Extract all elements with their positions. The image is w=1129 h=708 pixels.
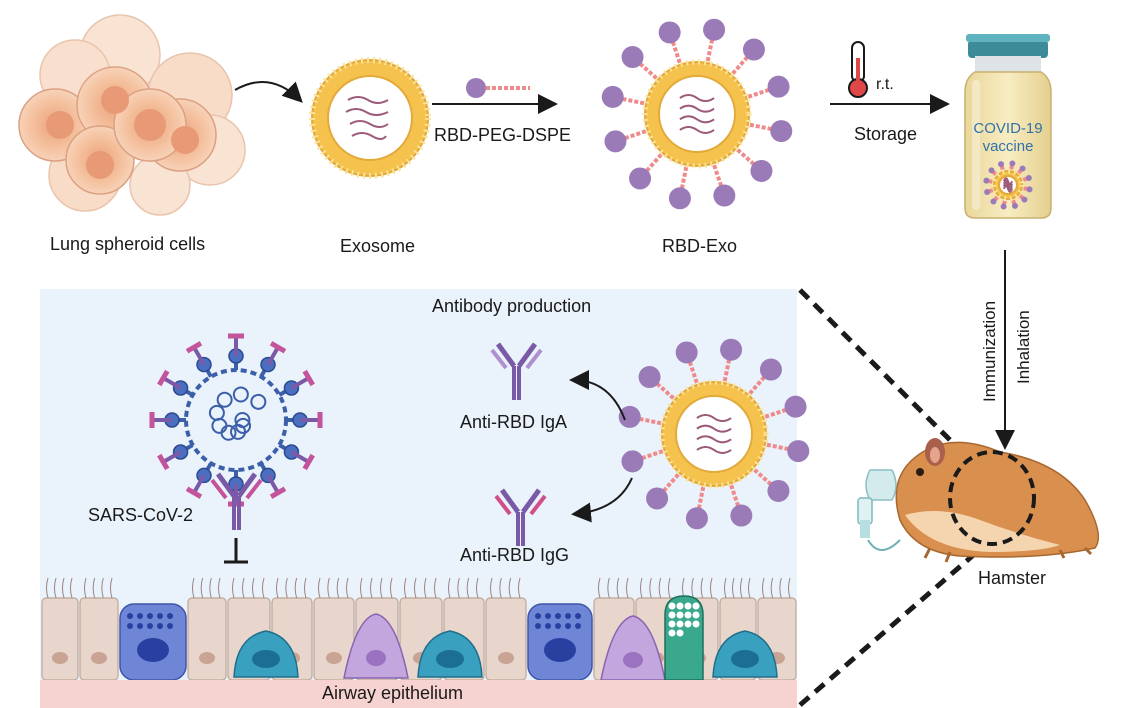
rbd-peg-dspe-icon [466, 78, 530, 98]
rbd-head [658, 21, 681, 44]
sars-cov-2-virus [149, 333, 323, 530]
rbd-head [638, 366, 661, 389]
rbd-head [675, 341, 698, 364]
rbd-head [668, 187, 691, 210]
inhibition-symbol [224, 538, 248, 564]
label-airway-epithelium: Airway epithelium [322, 683, 464, 703]
rbd-head [730, 504, 753, 527]
rbd-head [742, 38, 765, 61]
label-rbd-exo: RBD-Exo [662, 236, 738, 256]
vial-label: COVID-19 vaccine [965, 120, 1051, 156]
label-rt: r.t. [876, 76, 894, 93]
zoom-line-top [798, 288, 967, 457]
rbd-head [1000, 203, 1007, 210]
vial-rbd-exo [983, 160, 1033, 210]
label-immunization: Immunization [980, 300, 999, 402]
anti-rbd-igg-antibody [494, 488, 547, 546]
rbd-head [984, 188, 991, 195]
rbd-head [998, 161, 1005, 168]
label-antibody-production: Antibody production [432, 296, 592, 316]
lung-highlight-circle [948, 450, 1036, 546]
label-exosome: Exosome [340, 236, 416, 256]
vial-label-line2: vaccine [982, 138, 1034, 155]
rbd-head [601, 85, 624, 108]
rbd-head [759, 358, 782, 381]
rbd-head [703, 18, 726, 41]
lung-spheroid [18, 14, 246, 216]
rbd-head [629, 167, 652, 190]
rbd-head [990, 198, 997, 205]
arrow-spheroid-to-exosome [234, 81, 303, 103]
rbd-exo-top [601, 18, 793, 210]
zoom-line-bottom [798, 543, 987, 707]
rbd-head [1026, 186, 1033, 193]
rbd-head [618, 405, 641, 428]
rbd-head [1019, 165, 1026, 172]
thermometer-icon [848, 41, 868, 98]
rbd-head [770, 120, 793, 143]
rbd-head [784, 395, 807, 418]
vial-label-line1: COVID-19 [973, 120, 1043, 137]
hamster [895, 438, 1100, 563]
rbd-head [604, 130, 627, 153]
rbd-head [750, 159, 773, 182]
rbd-head [720, 338, 743, 361]
rbd-head [646, 487, 669, 510]
exosome [309, 57, 431, 179]
basement-membrane [40, 680, 797, 708]
rbd-head [1009, 160, 1016, 167]
rbd-head [988, 167, 995, 174]
rbd-head [983, 177, 990, 184]
rbd-head [713, 184, 736, 207]
rbd-head [685, 507, 708, 530]
label-hamster: Hamster [978, 568, 1047, 588]
rbd-head [1011, 202, 1018, 209]
rbd-head [1025, 175, 1032, 182]
rbd-head [767, 479, 790, 502]
label-inhalation: Inhalation [1014, 310, 1033, 384]
rbd-head [621, 450, 644, 473]
arrow-exo-to-iga [569, 370, 626, 421]
rbd-head [621, 46, 644, 69]
label-anti-rbd-igg: Anti-RBD IgG [460, 545, 570, 565]
rbd-exo-bottom [618, 338, 810, 530]
label-sars-cov-2: SARS-CoV-2 [88, 505, 194, 525]
airway-epithelium-cells [41, 577, 797, 681]
label-rbd-peg-dspe: RBD-PEG-DSPE [434, 125, 572, 145]
anti-rbd-iga-antibody [490, 342, 543, 400]
label-anti-rbd-iga: Anti-RBD IgA [460, 412, 568, 432]
label-storage: Storage [854, 124, 918, 144]
rbd-head [787, 440, 810, 463]
rbd-head [767, 75, 790, 98]
nebulizer-mask-icon [857, 469, 901, 551]
rbd-head [1021, 196, 1028, 203]
arrow-exo-to-igg [571, 477, 633, 523]
label-lung-spheroid: Lung spheroid cells [50, 234, 206, 254]
